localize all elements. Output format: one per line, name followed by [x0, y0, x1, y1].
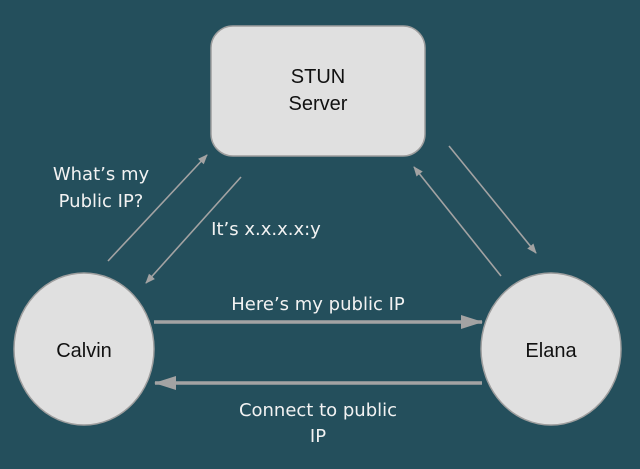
label-connect-line1: Connect to public — [239, 400, 397, 421]
stun-server-label-line2: Server — [289, 93, 348, 115]
stun-server-node: STUN Server — [210, 25, 426, 157]
arrow-server-to-calvin — [145, 176, 242, 284]
label-whats-my-ip-line2: Public IP? — [59, 191, 144, 212]
arrow-elana-to-server — [413, 166, 502, 277]
label-connect-line2: IP — [310, 426, 326, 447]
label-heres-my-ip: Here’s my public IP — [231, 294, 405, 315]
calvin-node: Calvin — [13, 272, 155, 426]
arrow-calvin-to-server — [107, 154, 208, 262]
stun-server-label-line1: STUN — [291, 66, 345, 88]
label-whats-my-ip-line1: What’s my — [53, 164, 150, 185]
elana-node: Elana — [480, 272, 622, 426]
elana-label: Elana — [525, 340, 577, 362]
calvin-label: Calvin — [56, 340, 112, 362]
arrow-server-to-elana — [448, 145, 537, 254]
label-its-ip: It’s x.x.x.x:y — [211, 219, 321, 240]
